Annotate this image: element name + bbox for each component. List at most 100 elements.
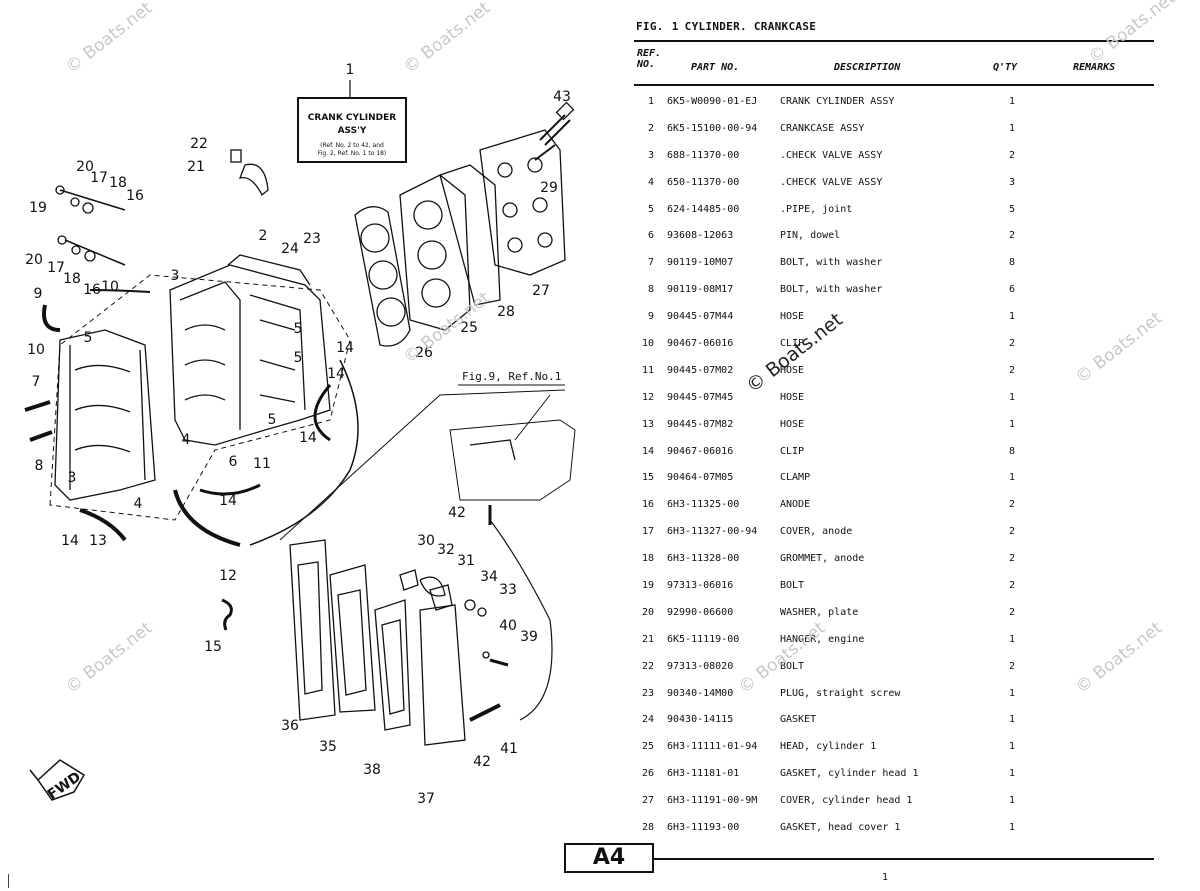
quantity-cell: 2 [1009,553,1016,565]
part-no-cell: 6H3-11111-01-94 [667,741,758,753]
quantity-cell: 2 [1009,364,1016,376]
quantity-cell: 1 [1009,768,1016,780]
callout-number: 14 [327,366,345,382]
callout-number: 25 [460,320,478,336]
part-no-cell: 97313-08020 [667,660,734,672]
description-cell: BOLT [780,580,805,592]
ref-no-cell: 27 [641,795,654,807]
callout-number: 39 [520,629,538,645]
ref-no-cell: 13 [641,418,654,430]
description-cell: HOSE [780,418,805,430]
part-no-cell: 90340-14M00 [667,687,734,699]
part-no-cell: 90467-06016 [667,338,734,350]
quantity-cell: 1 [1009,472,1016,484]
quantity-cell: 1 [1009,633,1016,645]
callout-number: 13 [89,533,107,549]
description-cell: HOSE [780,391,805,403]
callout-number: 37 [417,791,435,807]
part-no-cell: 688-11370-00 [667,149,740,161]
part-no-cell: 6H3-11191-00-9M [667,795,758,807]
description-cell: .CHECK VALVE ASSY [780,176,883,188]
ref-no-cell: 24 [641,714,654,726]
part-no-cell: 6H3-11193-00 [667,822,740,834]
ref-no-cell: 22 [641,660,654,672]
quantity-cell: 2 [1009,230,1016,242]
part-no-cell: 90445-07M45 [667,391,734,403]
quantity-cell: 5 [1009,203,1016,215]
ref-no-cell: 9 [647,311,654,323]
description-cell: WASHER, plate [780,606,859,618]
quantity-cell: 1 [1009,822,1016,834]
part-no-cell: 624-14485-00 [667,203,740,215]
quantity-cell: 1 [1009,741,1016,753]
part-no-cell: 6H3-11327-00-94 [667,526,758,538]
quantity-cell: 1 [1009,795,1016,807]
header-ref-bottom: NO. [637,59,656,70]
ref-no-cell: 4 [647,176,654,188]
quantity-cell: 1 [1009,122,1016,134]
assembly-box-line1: CRANK CYLINDER [308,113,396,123]
callout-number: 5 [268,412,277,428]
description-cell: BOLT, with washer [780,284,883,296]
header-description: DESCRIPTION [834,62,901,73]
callout-number: 4 [134,496,143,512]
callout-number: 16 [83,282,101,298]
callout-number: 11 [253,456,271,472]
ref-no-cell: 21 [641,633,654,645]
ref-no-cell: 2 [647,122,654,134]
callout-number: 7 [32,374,41,390]
callout-number: 20 [25,252,43,268]
callout-number: 14 [61,533,79,549]
part-no-cell: 97313-06016 [667,580,734,592]
callout-number: 34 [480,569,498,585]
ref-no-cell: 26 [641,768,654,780]
part-no-cell: 92990-06600 [667,606,734,618]
figure-name: CYLINDER. CRANKCASE [684,20,817,33]
part-no-cell: 90467-06016 [667,445,734,457]
callout-number: 5 [294,350,303,366]
description-cell: COVER, cylinder head 1 [780,795,913,807]
callout-number: 20 [76,159,94,175]
callout-number: 3 [68,470,77,486]
ref-no-cell: 18 [641,553,654,565]
footer-rule [654,858,1154,860]
description-cell: HANGER, engine [780,633,865,645]
description-cell: HEAD, cylinder 1 [780,741,877,753]
description-cell: BOLT, with washer [780,257,883,269]
part-no-cell: 6H3-11328-00 [667,553,740,565]
part-no-cell: 90445-07M44 [667,311,734,323]
ref-no-cell: 15 [641,472,654,484]
callout-number: 16 [126,188,144,204]
cross-reference-label: Fig.9, Ref.No.1 [462,370,561,383]
crankcase-half [54,329,156,501]
ref-no-cell: 8 [647,284,654,296]
description-cell: CRANK CYLINDER ASSY [780,96,895,107]
description-cell: BOLT [780,660,805,672]
callout-number: 6 [229,454,238,470]
figure-number: 1 [671,20,679,33]
description-cell: PIN, dowel [780,230,841,242]
callout-number: 10 [101,279,119,295]
description-cell: CLIP [780,338,805,350]
callout-number: 19 [29,200,47,216]
header-rule [634,84,1154,86]
page-code-badge: A4 [564,843,654,873]
callout-number: 18 [63,271,81,287]
footer-page-mark: 1 [882,872,889,883]
ref-no-cell: 11 [641,364,654,376]
callout-number: 42 [448,505,466,521]
callout-number: 2 [259,228,268,244]
callout-number: 17 [47,260,65,276]
